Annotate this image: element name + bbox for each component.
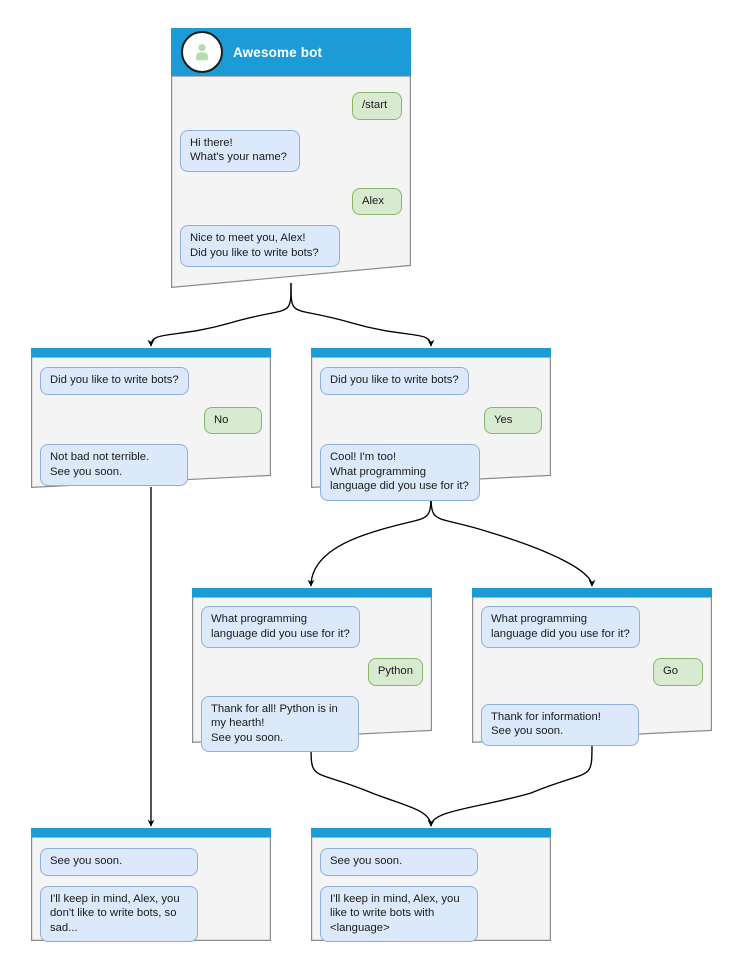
message-row: See you soon. xyxy=(40,848,262,876)
bot-message-bubble: Hi there! What's your name? xyxy=(180,129,300,172)
user-message-bubble: No xyxy=(204,406,262,434)
bot-message-bubble: What programming language did you use fo… xyxy=(481,606,640,648)
node-language-python[interactable]: What programming language did you use fo… xyxy=(192,588,432,752)
message-row: Cool! I'm too! What programming language… xyxy=(320,444,542,501)
message-row: Nice to meet you, Alex! Did you like to … xyxy=(180,225,402,267)
user-message-bubble: Yes xyxy=(484,406,542,434)
user-message-bubble: Go xyxy=(653,658,703,686)
node-header-bar xyxy=(31,828,271,837)
bot-message-bubble: Cool! I'm too! What programming language… xyxy=(320,444,480,501)
node-header-bar: Awesome bot xyxy=(171,28,411,76)
bot-message-bubble: See you soon. xyxy=(40,848,198,876)
bot-message-bubble: Did you like to write bots? xyxy=(40,367,189,395)
message-row: /start xyxy=(180,92,402,120)
node-header-bar xyxy=(192,588,432,597)
user-message-bubble: Python xyxy=(367,658,423,686)
node-header-bar xyxy=(472,588,712,597)
bot-message-bubble: Not bad not terrible. See you soon. xyxy=(40,444,188,486)
message-row: Alex xyxy=(180,187,402,215)
node-message-list: What programming language did you use fo… xyxy=(472,603,712,756)
user-avatar-icon xyxy=(181,31,223,73)
node-header-bar xyxy=(311,348,551,357)
message-row: What programming language did you use fo… xyxy=(201,606,423,648)
message-row: What programming language did you use fo… xyxy=(481,606,703,648)
node-end-happy[interactable]: See you soon. I'll keep in mind, Alex, yo… xyxy=(311,828,551,942)
bot-message-bubble: I'll keep in mind, Alex, you don't like … xyxy=(40,885,198,942)
node-title: Awesome bot xyxy=(233,44,323,60)
bot-message-bubble: Nice to meet you, Alex! Did you like to … xyxy=(180,225,340,267)
message-row: Thank for information! See you soon. xyxy=(481,703,703,746)
message-row: Go xyxy=(481,658,703,686)
edge-root-to-no xyxy=(147,282,292,347)
message-row: No xyxy=(40,406,262,434)
node-message-list: See you soon. I'll keep in mind, Alex, yo… xyxy=(311,843,551,952)
bot-message-bubble: What programming language did you use fo… xyxy=(201,606,360,648)
node-header-bar xyxy=(311,828,551,837)
node-root-awesome-bot[interactable]: Awesome bot/start Hi there! What's your n… xyxy=(171,28,411,288)
message-row: Hi there! What's your name? xyxy=(180,129,402,172)
message-row: Yes xyxy=(320,406,542,434)
bot-message-bubble: Thank for information! See you soon. xyxy=(481,703,639,746)
user-message-bubble: Alex xyxy=(352,187,402,215)
message-row: I'll keep in mind, Alex, you like to wri… xyxy=(320,885,542,942)
message-row: Did you like to write bots? xyxy=(320,367,542,395)
user-message-bubble: /start xyxy=(352,92,402,120)
message-row: Thank for all! Python is in my hearth! S… xyxy=(201,695,423,752)
bot-message-bubble: Thank for all! Python is in my hearth! S… xyxy=(201,695,359,752)
node-end-sad[interactable]: See you soon. I'll keep in mind, Alex, yo… xyxy=(31,828,271,942)
node-message-list: See you soon. I'll keep in mind, Alex, yo… xyxy=(31,843,271,952)
edge-root-to-yes xyxy=(290,282,435,347)
node-language-go[interactable]: What programming language did you use fo… xyxy=(472,588,712,746)
bot-message-bubble: I'll keep in mind, Alex, you like to wri… xyxy=(320,885,478,942)
message-row: See you soon. xyxy=(320,848,542,876)
message-row: Not bad not terrible. See you soon. xyxy=(40,444,262,486)
message-row: Did you like to write bots? xyxy=(40,367,262,395)
node-header-bar xyxy=(31,348,271,357)
message-row: Python xyxy=(201,658,423,686)
bot-message-bubble: Did you like to write bots? xyxy=(320,367,469,395)
message-row: I'll keep in mind, Alex, you don't like … xyxy=(40,885,262,942)
node-message-list: What programming language did you use fo… xyxy=(192,603,432,762)
bot-message-bubble: See you soon. xyxy=(320,848,478,876)
